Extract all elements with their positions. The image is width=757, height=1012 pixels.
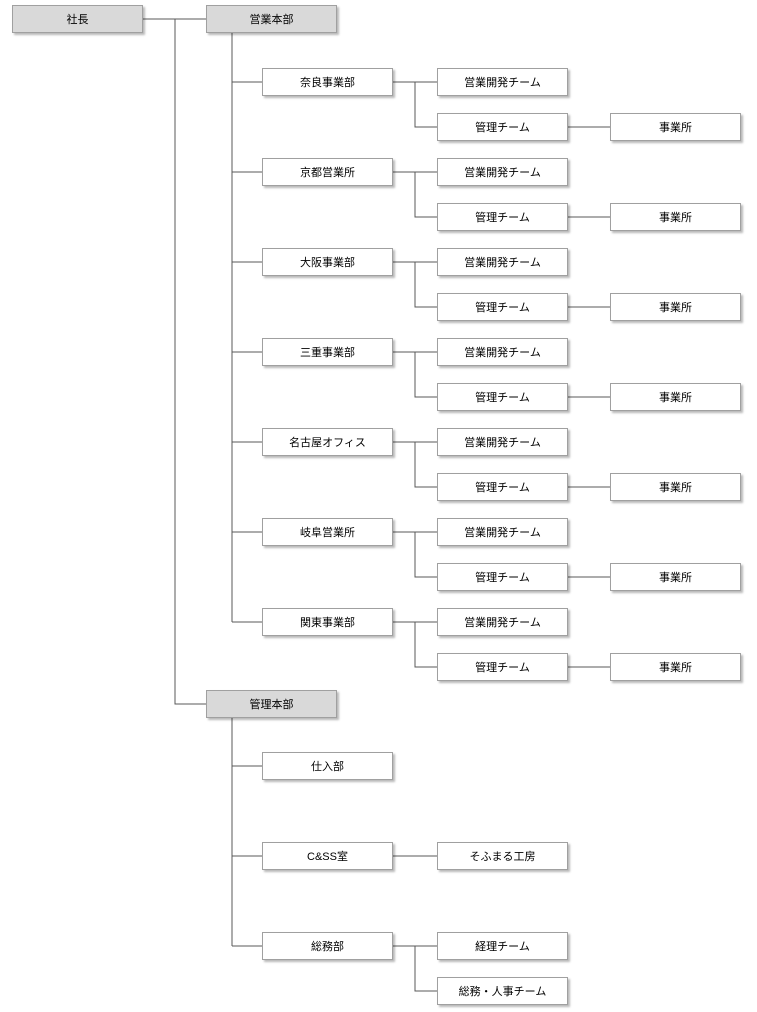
node-sales-dev-team: 営業開発チーム <box>437 428 568 456</box>
node-sofumaru-kobo: そふまる工房 <box>437 842 568 870</box>
node-sales-hq: 営業本部 <box>206 5 337 33</box>
node-ga-hr-team: 総務・人事チーム <box>437 977 568 1005</box>
node-admin-team: 管理チーム <box>437 113 568 141</box>
node-sales-dev-team: 営業開発チーム <box>437 248 568 276</box>
node-branch-office: 事業所 <box>610 383 741 411</box>
node-branch-office: 事業所 <box>610 293 741 321</box>
node-branch-office: 事業所 <box>610 563 741 591</box>
node-division: 名古屋オフィス <box>262 428 393 456</box>
node-branch-office: 事業所 <box>610 113 741 141</box>
node-general-affairs-dept: 総務部 <box>262 932 393 960</box>
node-sales-dev-team: 営業開発チーム <box>437 68 568 96</box>
node-division: 京都営業所 <box>262 158 393 186</box>
node-admin-team: 管理チーム <box>437 653 568 681</box>
node-admin-team: 管理チーム <box>437 293 568 321</box>
node-admin-team: 管理チーム <box>437 383 568 411</box>
node-css-office: C&SS室 <box>262 842 393 870</box>
node-branch-office: 事業所 <box>610 653 741 681</box>
node-president: 社長 <box>12 5 143 33</box>
node-division: 奈良事業部 <box>262 68 393 96</box>
node-purchasing-dept: 仕入部 <box>262 752 393 780</box>
node-division: 関東事業部 <box>262 608 393 636</box>
node-division: 大阪事業部 <box>262 248 393 276</box>
node-sales-dev-team: 営業開発チーム <box>437 608 568 636</box>
node-accounting-team: 経理チーム <box>437 932 568 960</box>
node-branch-office: 事業所 <box>610 473 741 501</box>
node-division: 岐阜営業所 <box>262 518 393 546</box>
node-sales-dev-team: 営業開発チーム <box>437 338 568 366</box>
node-admin-hq: 管理本部 <box>206 690 337 718</box>
node-admin-team: 管理チーム <box>437 563 568 591</box>
node-admin-team: 管理チーム <box>437 473 568 501</box>
node-admin-team: 管理チーム <box>437 203 568 231</box>
node-sales-dev-team: 営業開発チーム <box>437 518 568 546</box>
node-branch-office: 事業所 <box>610 203 741 231</box>
node-sales-dev-team: 営業開発チーム <box>437 158 568 186</box>
node-division: 三重事業部 <box>262 338 393 366</box>
